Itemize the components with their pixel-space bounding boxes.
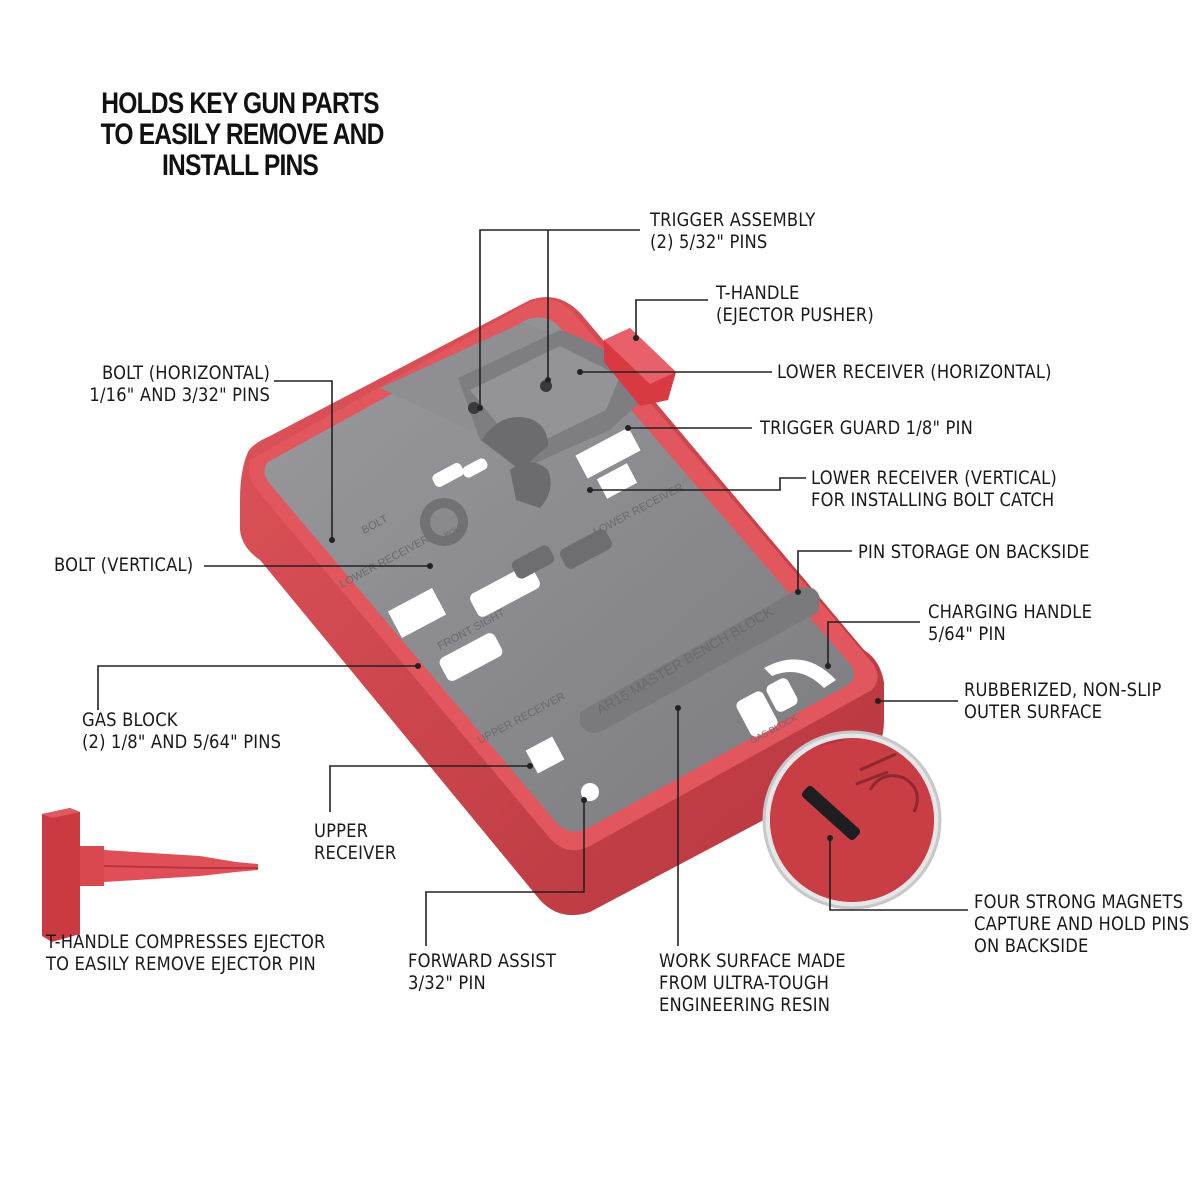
callout-pin-storage: PIN STORAGE ON BACKSIDE <box>858 541 1090 563</box>
callout-upper-receiver-line-2: RECEIVER <box>314 842 397 864</box>
callout-t-handle-compresses-line-2: TO EASILY REMOVE EJECTOR PIN <box>46 953 316 975</box>
callout-work-surface-line-3: ENGINEERING RESIN <box>659 994 831 1016</box>
loose-t-handle-tool <box>42 808 258 942</box>
headline-line-3: INSTALL PINS <box>161 149 319 182</box>
callout-t-handle-line-2: (EJECTOR PUSHER) <box>716 304 874 326</box>
callout-lower-receiver-horizontal: LOWER RECEIVER (HORIZONTAL) <box>777 361 1052 383</box>
callout-rubberized-line-1: RUBBERIZED, NON-SLIP <box>964 679 1162 701</box>
magnet-zoom-inset <box>762 730 942 910</box>
callout-t-handle-line-1: T-HANDLE <box>716 282 800 304</box>
callout-trigger-guard-line-1: TRIGGER GUARD 1/8" PIN <box>760 417 973 439</box>
callout-charging-handle-line-1: CHARGING HANDLE <box>928 601 1093 623</box>
callout-work-surface-line-2: FROM ULTRA-TOUGH <box>659 972 830 994</box>
callout-lower-receiver-horizontal-line-1: LOWER RECEIVER (HORIZONTAL) <box>777 361 1052 383</box>
callout-pin-storage-line-1: PIN STORAGE ON BACKSIDE <box>858 541 1090 563</box>
callout-charging-handle-line-2: 5/64" PIN <box>928 623 1006 645</box>
callout-trigger-guard: TRIGGER GUARD 1/8" PIN <box>760 417 973 439</box>
callout-magnets-line-3: ON BACKSIDE <box>974 935 1089 957</box>
gray-work-surface <box>264 317 855 832</box>
headline-line-1: HOLDS KEY GUN PARTS <box>101 87 379 120</box>
callout-magnets-line-2: CAPTURE AND HOLD PINS <box>974 913 1190 935</box>
callout-gas-block-line-1: GAS BLOCK <box>82 709 178 731</box>
callout-upper-receiver-line-1: UPPER <box>314 820 369 842</box>
callout-rubberized-line-2: OUTER SURFACE <box>964 701 1103 723</box>
callout-rubberized: RUBBERIZED, NON-SLIP OUTER SURFACE <box>964 679 1162 723</box>
callout-magnets: FOUR STRONG MAGNETS CAPTURE AND HOLD PIN… <box>974 891 1189 957</box>
callout-bolt-horizontal-line-1: BOLT (HORIZONTAL) <box>101 362 271 384</box>
callout-forward-assist-line-1: FORWARD ASSIST <box>408 950 557 972</box>
callout-lower-receiver-vertical-line-2: FOR INSTALLING BOLT CATCH <box>811 489 1055 511</box>
callout-trigger-assembly-line-1: TRIGGER ASSEMBLY <box>650 209 816 231</box>
callout-t-handle-compresses-line-1: T-HANDLE COMPRESSES EJECTOR <box>46 931 326 953</box>
callout-charging-handle: CHARGING HANDLE 5/64" PIN <box>928 601 1092 645</box>
leader-lines <box>97 229 968 946</box>
callout-work-surface-line-1: WORK SURFACE MADE <box>659 950 846 972</box>
callout-work-surface: WORK SURFACE MADE FROM ULTRA-TOUGH ENGIN… <box>659 950 846 1016</box>
headline: HOLDS KEY GUN PARTS TO EASILY REMOVE AND… <box>100 87 385 182</box>
callout-lower-receiver-vertical-line-1: LOWER RECEIVER (VERTICAL) <box>811 467 1057 489</box>
leader-dots <box>329 335 881 841</box>
callout-gas-block-line-2: (2) 1/8" AND 5/64" PINS <box>82 731 282 753</box>
callout-trigger-assembly: TRIGGER ASSEMBLY (2) 5/32" PINS <box>650 209 816 253</box>
callout-lower-receiver-vertical: LOWER RECEIVER (VERTICAL) FOR INSTALLING… <box>811 467 1057 511</box>
callout-t-handle-compresses: T-HANDLE COMPRESSES EJECTOR TO EASILY RE… <box>46 931 326 975</box>
callout-bolt-horizontal: BOLT (HORIZONTAL) 1/16" AND 3/32" PINS <box>89 362 270 406</box>
callout-forward-assist-line-2: 3/32" PIN <box>408 972 486 994</box>
callout-t-handle: T-HANDLE (EJECTOR PUSHER) <box>716 282 874 326</box>
callout-magnets-line-1: FOUR STRONG MAGNETS <box>974 891 1184 913</box>
callout-bolt-vertical: BOLT (VERTICAL) <box>54 554 193 576</box>
callout-upper-receiver: UPPER RECEIVER <box>314 820 396 864</box>
callout-trigger-assembly-line-2: (2) 5/32" PINS <box>650 231 768 253</box>
callout-forward-assist: FORWARD ASSIST 3/32" PIN <box>408 950 556 994</box>
callout-bolt-vertical-line-1: BOLT (VERTICAL) <box>54 554 194 576</box>
headline-line-2: TO EASILY REMOVE AND <box>100 118 385 151</box>
callout-gas-block: GAS BLOCK (2) 1/8" AND 5/64" PINS <box>82 709 281 753</box>
t-handle-on-block <box>604 328 676 406</box>
callout-bolt-horizontal-line-2: 1/16" AND 3/32" PINS <box>89 384 270 406</box>
